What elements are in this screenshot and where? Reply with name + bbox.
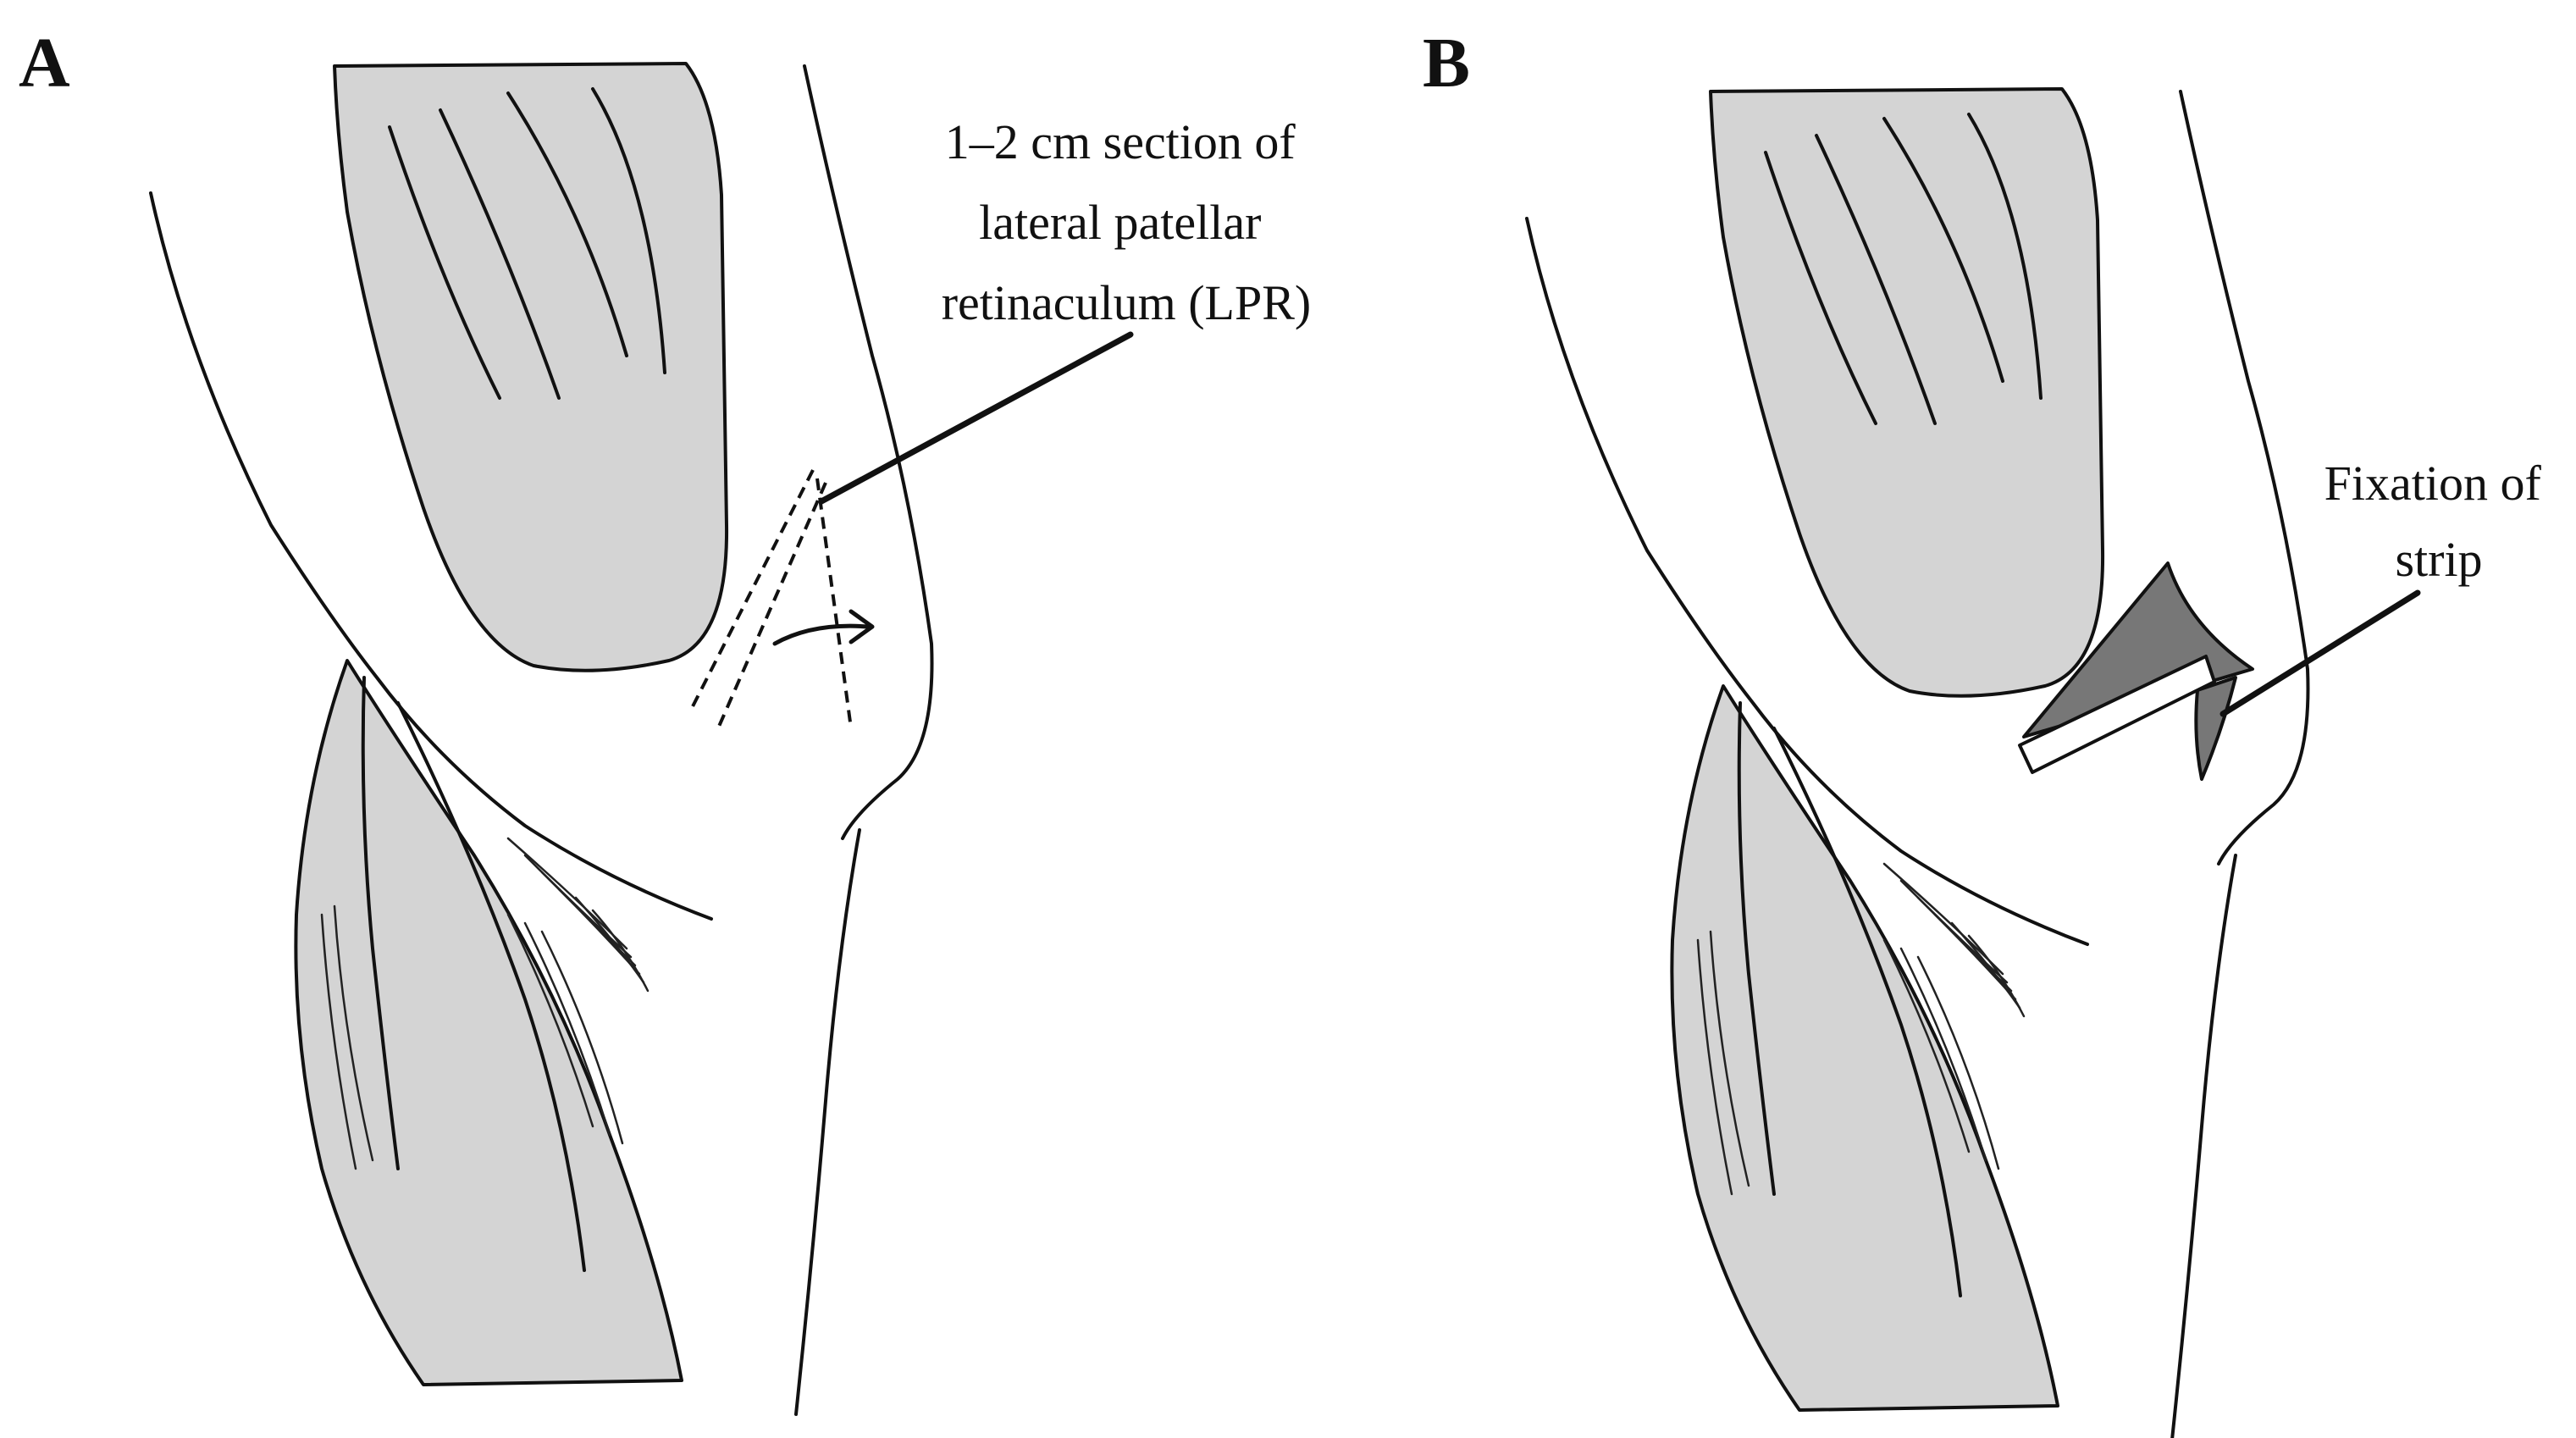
panel-b: B Fixation of strip	[1423, 24, 2554, 1438]
panel-b-knee-drawing	[1525, 87, 2310, 1438]
reflection-arrow	[772, 623, 871, 646]
panel-b-leader-line	[2219, 589, 2421, 717]
panel-b-callout-line-2: strip	[2395, 532, 2482, 587]
panel-b-callout: Fixation of strip	[2324, 456, 2554, 587]
panel-a-knee-drawing	[149, 62, 934, 1416]
panel-a-callout-line-1: 1–2 cm section of	[945, 114, 1296, 169]
incision-line-2	[716, 482, 827, 729]
panel-a-callout: 1–2 cm section of lateral patellar retin…	[942, 114, 1312, 330]
panel-b-label: B	[1423, 24, 1470, 102]
panel-a-callout-line-2: lateral patellar	[979, 195, 1261, 250]
panel-a-callout-line-3: retinaculum (LPR)	[942, 275, 1312, 330]
incision-line-1	[688, 469, 815, 712]
panel-a-label: A	[19, 24, 70, 102]
panel-a: A 1–2 cm section of lateral patellar ret…	[19, 24, 1312, 1416]
strip-fold	[2194, 676, 2237, 781]
reflected-strip-flap	[2022, 561, 2254, 738]
panel-a-leader-line	[818, 331, 1134, 505]
fixation-strip	[2018, 655, 2216, 774]
reflection-arrowhead	[849, 609, 875, 644]
incision-line-3	[815, 478, 853, 729]
panel-b-callout-line-1: Fixation of	[2324, 456, 2542, 511]
